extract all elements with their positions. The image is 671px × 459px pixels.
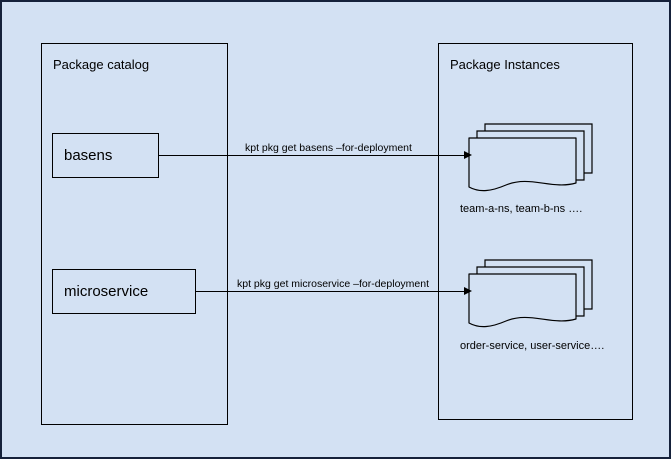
- instances-caption-microservice: order-service, user-service….: [460, 340, 605, 352]
- edge-get-microservice-arrowhead: [464, 287, 472, 295]
- document-stack-icon: [464, 249, 598, 333]
- panel-package-instances: [438, 43, 633, 420]
- edge-get-basens-arrowhead: [464, 151, 472, 159]
- panel-package-instances-title: Package Instances: [450, 57, 560, 72]
- package-box-microservice-label: microservice: [64, 283, 149, 300]
- document-stack-icon: [464, 113, 598, 197]
- package-box-basens[interactable]: basens: [52, 133, 159, 178]
- package-box-basens-label: basens: [64, 147, 113, 164]
- edge-get-basens-label: kpt pkg get basens –for-deployment: [242, 142, 415, 154]
- instances-caption-basens: team-a-ns, team-b-ns ….: [460, 203, 583, 215]
- edge-get-basens-line: [159, 155, 472, 156]
- edge-get-microservice-line: [196, 291, 472, 292]
- edge-get-microservice-label: kpt pkg get microservice –for-deployment: [234, 278, 432, 290]
- panel-package-catalog-title: Package catalog: [53, 57, 150, 72]
- package-box-microservice[interactable]: microservice: [52, 269, 196, 314]
- panel-package-catalog: [41, 43, 228, 425]
